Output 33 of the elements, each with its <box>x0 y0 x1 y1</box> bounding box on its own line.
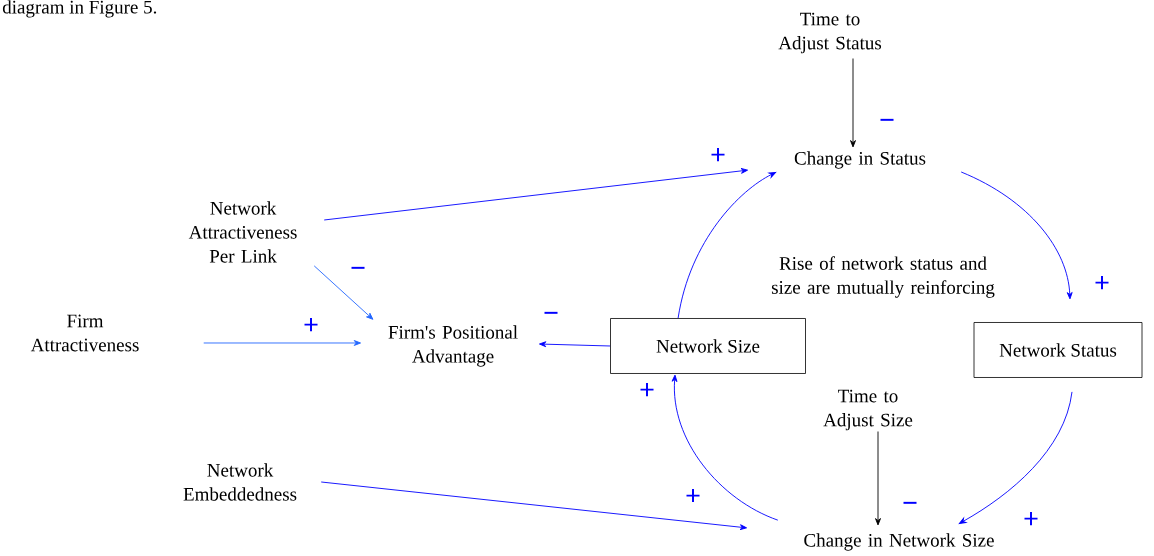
arrow <box>850 58 856 148</box>
polarity-sign: + <box>1095 276 1109 290</box>
arrow <box>323 167 749 221</box>
polarity-sign: − <box>880 118 894 121</box>
polarity-sign: − <box>903 501 917 504</box>
variable-label: Network Attractiveness Per Link <box>188 201 297 263</box>
polarity-sign: + <box>1024 512 1038 526</box>
polarity-sign: − <box>544 311 558 314</box>
variable-label: Change in Status <box>794 151 926 169</box>
variable-label: Time to Adjust Status <box>778 12 882 54</box>
arrow <box>960 171 1073 300</box>
note-text: Rise of network status and size are mutually reinforcing <box>771 256 995 298</box>
variable-label: Network Embeddedness <box>183 463 297 501</box>
arrow <box>875 431 881 526</box>
polarity-sign: + <box>304 318 318 332</box>
arrow <box>677 171 777 319</box>
stock-box: Network Size <box>610 318 806 374</box>
arrow <box>958 391 1073 524</box>
arrow <box>203 340 361 346</box>
polarity-sign: − <box>351 266 365 269</box>
variable-label: Change in Network Size <box>804 533 994 551</box>
variable-label: Firm Attractiveness <box>30 314 139 352</box>
polarity-sign: + <box>711 148 725 162</box>
polarity-sign: + <box>640 383 654 397</box>
arrow <box>671 374 779 521</box>
polarity-sign: + <box>686 489 700 503</box>
stock-box: Network Status <box>973 322 1143 378</box>
arrow <box>320 481 748 531</box>
variable-label: Time to Adjust Size <box>823 389 913 431</box>
arrow <box>539 341 611 348</box>
variable-label: Firm's Positional Advantage <box>388 325 518 367</box>
arrow <box>313 265 374 320</box>
caption-text: diagram in Figure 5. <box>2 0 157 18</box>
